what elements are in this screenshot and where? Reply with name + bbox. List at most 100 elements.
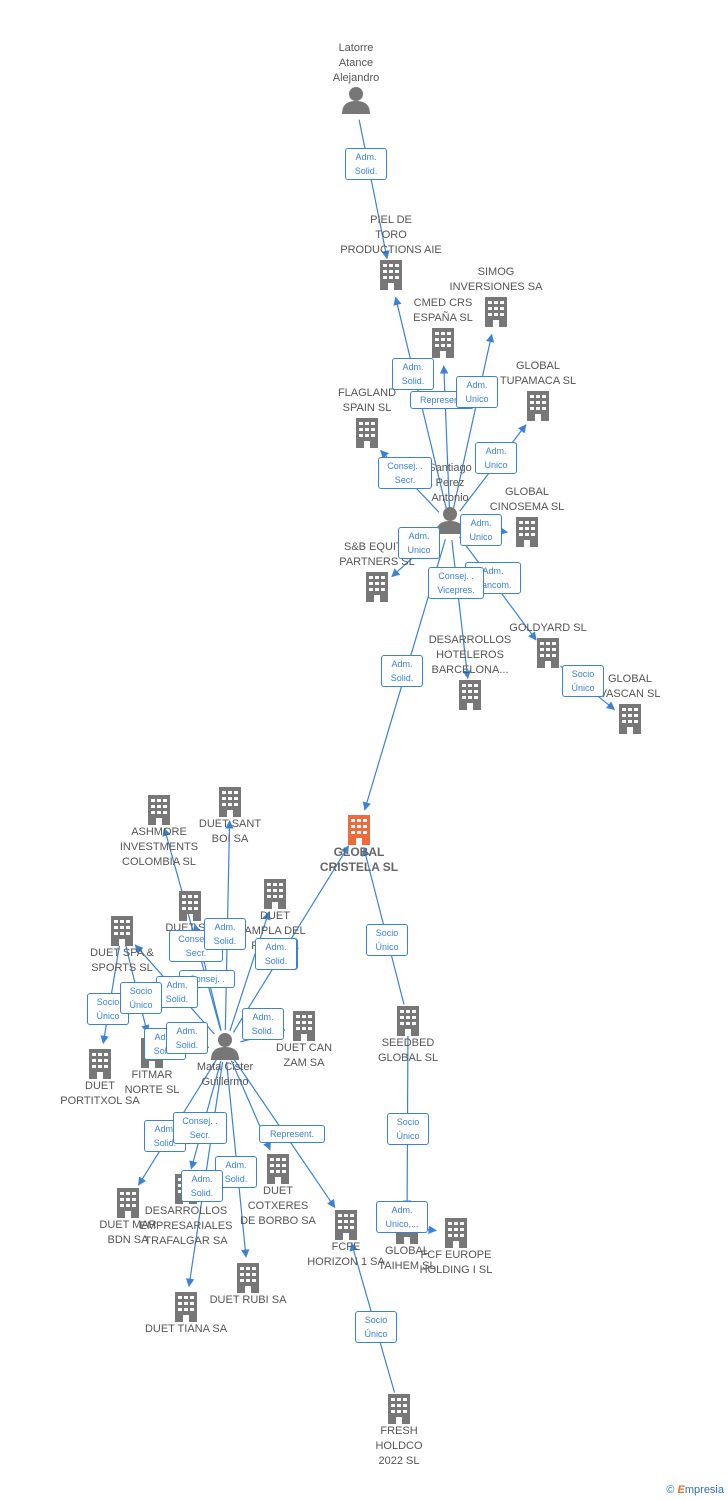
building-icon [339,1392,459,1424]
company-node-sbequity[interactable]: S&B EQUITY PARTNERS SL [317,540,437,602]
node-label: FCFE HORIZON 1 SA [307,1241,385,1268]
building-icon [317,570,437,602]
node-label: DUET MAR BDN SA [99,1219,157,1246]
node-label: DUET COTXERES DE BORBO SA [240,1185,316,1227]
company-node-vascan[interactable]: GLOBAL VASCAN SL [570,672,690,734]
relation-label[interactable]: Socio Único [120,982,162,1014]
node-label: DESARROLLOS EMPRESARIALES TRAFALGAR SA [139,1205,233,1247]
company-node-santboi[interactable]: DUET SANT BOI SA [170,785,290,847]
relation-label[interactable]: Socio Único [355,1311,397,1343]
company-node-ashmore[interactable]: ASHMORE INVESTMENTS COLOMBIA SL [99,793,219,870]
brand-logo-initial[interactable]: E [677,1484,685,1496]
relation-label[interactable]: Adm. Solid. [166,1022,208,1054]
relation-label[interactable]: Adm. Unico [475,442,517,474]
person-node-santiago[interactable]: Santiago Perez Antonio [390,461,510,534]
relation-label[interactable]: Socio Único [387,1113,429,1145]
building-icon [62,914,182,946]
node-label: PIEL DE TORO PRODUCTIONS AIE [340,214,442,256]
building-icon [218,1152,338,1184]
company-node-cinosema[interactable]: GLOBAL CINOSEMA SL [467,485,587,547]
company-node-cmed[interactable]: CMED CRS ESPAÑA SL [383,296,503,358]
person-node-latorre[interactable]: Latorre Atance Alejandro [296,41,416,114]
company-node-fcfeurope[interactable]: FCF EUROPE HOLDING I SL [396,1216,516,1278]
node-label: FRESH HOLDCO 2022 SL [375,1425,423,1467]
company-node-cotxeres[interactable]: DUET COTXERES DE BORBO SA [218,1152,338,1229]
company-node-deshot[interactable]: DESARROLLOS HOTELEROS BARCELONA... [410,633,530,710]
company-node-flagland[interactable]: FLAGLAND SPAIN SL [307,386,427,448]
person-icon [165,1032,285,1060]
relation-label[interactable]: Adm. Solid. [255,938,297,970]
relation-label[interactable]: Adm. Unico [456,376,498,408]
relation-label[interactable]: Adm. Solid. [204,918,246,950]
person-icon [296,86,416,114]
building-icon [126,1290,246,1322]
building-icon [331,258,451,290]
node-label: FITMAR NORTE SL [124,1069,180,1096]
edge-mata-ashmore [162,827,222,1031]
relation-label[interactable]: Consej. . Secr. [378,457,432,489]
relation-label[interactable]: Adm. Unico [460,514,502,546]
node-label: GLOBAL CRISTELA SL [319,845,399,874]
relation-label[interactable]: Adm. Solid. [392,358,434,390]
building-icon [478,389,598,421]
building-icon [396,1216,516,1248]
relation-label[interactable]: Adm. Solid. [345,148,387,180]
company-node-rubi[interactable]: DUET RUBI SA [188,1261,308,1308]
company-node-cancam[interactable]: DUET CAN ZAM SA [244,1009,364,1071]
edge-santiago-cmed [439,365,450,509]
relation-label[interactable]: Adm. Unico [398,527,440,559]
person-node-mata[interactable]: Mata Cister Guillermo [165,1032,285,1090]
building-icon [570,702,690,734]
relation-label[interactable]: Adm. Solid. [381,655,423,687]
building-icon [244,1009,364,1041]
company-node-sports[interactable]: DUET SPA & SPORTS SL [62,914,182,976]
person-icon [390,506,510,534]
relation-label[interactable]: Adm. Solid. [181,1170,223,1202]
relation-label[interactable]: Represent. [259,1125,325,1143]
building-icon [170,785,290,817]
node-label: FLAGLAND SPAIN SL [337,387,397,414]
relation-label[interactable]: Adm. Unico,... [376,1201,428,1233]
company-node-portitxol[interactable]: DUET PORTITXOL SA [40,1047,160,1109]
footer: © Empresia [666,1484,724,1496]
relation-label[interactable]: Socio Único [366,924,408,956]
node-label: DUET PORTITXOL SA [60,1080,140,1107]
company-node-seedbed[interactable]: SEEDBED GLOBAL SL [348,1004,468,1066]
node-label: Latorre Atance Alejandro [332,42,380,84]
building-icon [188,1261,308,1293]
company-node-fcfe[interactable]: FCFE HORIZON 1 SA [286,1208,406,1270]
building-icon [299,813,419,845]
building-icon [130,889,250,921]
building-icon [40,1047,160,1079]
company-node-goldyard[interactable]: GOLDYARD SL [488,621,608,668]
node-label: SEEDBED GLOBAL SL [377,1037,439,1064]
relation-label[interactable]: Adm. Solid. [156,976,198,1008]
building-icon [286,1208,406,1240]
brand-logo-text[interactable]: mpresia [684,1484,724,1496]
node-label: GLOBAL CINOSEMA SL [489,486,565,513]
building-icon [68,1186,188,1218]
company-node-fresh[interactable]: FRESH HOLDCO 2022 SL [339,1392,459,1469]
relation-label[interactable]: Adm. Solid. [242,1008,284,1040]
relation-label[interactable]: Consej. . Vicepres. [428,567,484,599]
building-icon [215,877,335,909]
company-node-tupamaca[interactable]: GLOBAL TUPAMACA SL [478,359,598,421]
company-node-ampla[interactable]: DUET AMPLA DEL FONT SA [215,877,335,954]
relation-label[interactable]: Socio Único [562,665,604,697]
building-icon [307,416,427,448]
company-node-cristela[interactable]: GLOBAL CRISTELA SL [299,813,419,875]
company-node-piel[interactable]: PIEL DE TORO PRODUCTIONS AIE [331,213,451,290]
node-label: FCF EUROPE HOLDING I SL [419,1249,493,1276]
node-label: DUET RUBI SA [209,1294,287,1306]
node-label: CMED CRS ESPAÑA SL [413,297,473,324]
node-label: Santiago Perez Antonio [428,462,472,504]
company-node-marbdn[interactable]: DUET MAR BDN SA [68,1186,188,1248]
building-icon [348,1004,468,1036]
company-node-tiana[interactable]: DUET TIANA SA [126,1290,246,1337]
node-label: SIMOG INVERSIONES SA [449,266,543,293]
node-label: DUET CAN ZAM SA [275,1042,333,1069]
relation-label[interactable]: Consej. . Secr. [173,1112,227,1144]
company-node-simog[interactable]: SIMOG INVERSIONES SA [436,265,556,327]
building-icon [436,295,556,327]
edge-santiago-deshot [451,539,472,679]
